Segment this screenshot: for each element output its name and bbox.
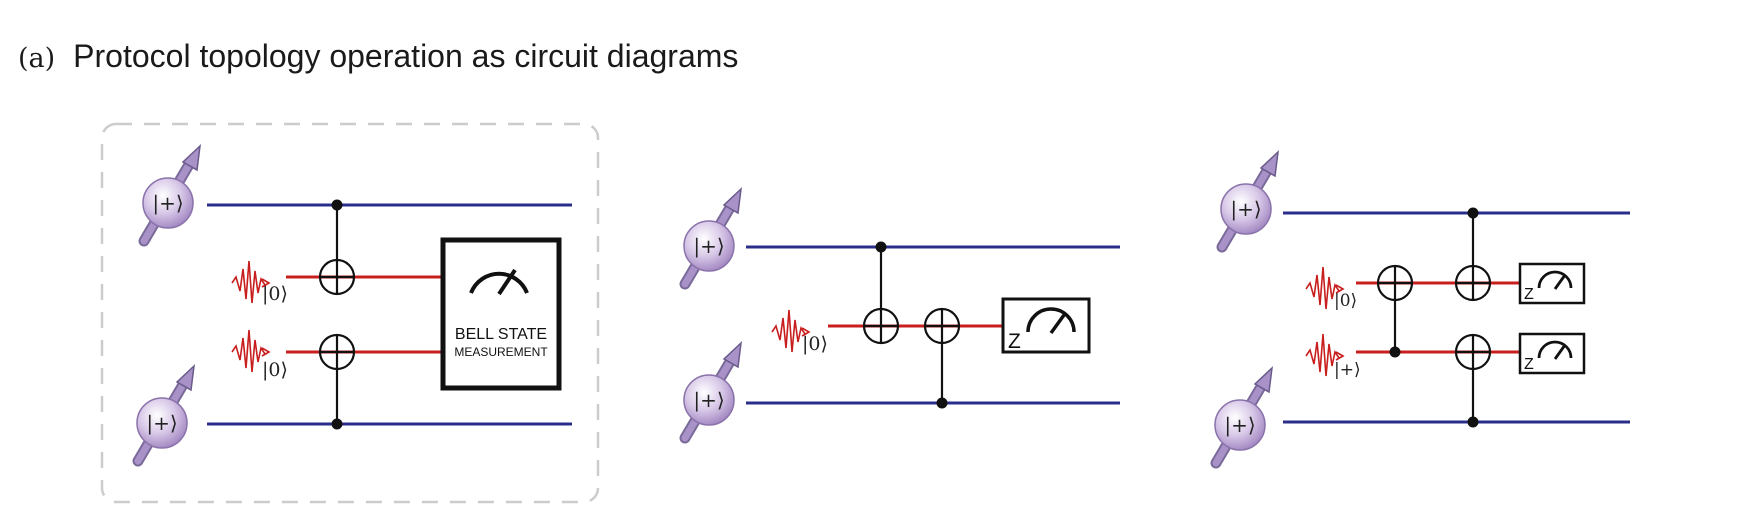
control-dot: [1389, 346, 1401, 358]
control-dot: [331, 199, 343, 211]
ancilla-state-label: |+⟩: [1334, 360, 1361, 380]
panel-title: Protocol topology operation as circuit d…: [73, 38, 739, 74]
meter-icon: [469, 271, 529, 294]
measurement-basis-label: Z: [1524, 286, 1534, 303]
cnot-target: [923, 307, 961, 345]
cnot-target: [318, 258, 356, 296]
spin-qubit-icon: |+⟩: [1216, 150, 1280, 253]
ancilla-state-label: |0⟩: [262, 359, 288, 381]
control-dot: [936, 397, 948, 409]
meter-icon: [1537, 270, 1573, 289]
spin-state-label: |+⟩: [1224, 413, 1255, 438]
spin-state-label: |+⟩: [1230, 197, 1261, 222]
meter-icon: [1537, 340, 1573, 359]
photon-wave-icon: [771, 309, 811, 353]
z-measurement-box: Z: [1518, 262, 1586, 305]
cnot-target: [318, 333, 356, 371]
measurement-basis-label: Z: [1008, 330, 1021, 353]
measurement-basis-label: Z: [1524, 356, 1534, 373]
measurement-label-line1: BELL STATE: [455, 326, 547, 343]
control-dot: [1467, 207, 1479, 219]
cnot-target: [1454, 333, 1492, 371]
cnot-target: [1454, 264, 1492, 302]
panel-label: (a): [18, 43, 56, 74]
cnot-target: [1376, 264, 1414, 302]
ancilla-state-label: |0⟩: [262, 283, 288, 305]
control-dot: [331, 418, 343, 430]
figure-header: (a) Protocol topology operation as circu…: [18, 38, 738, 75]
spin-state-label: |+⟩: [152, 191, 183, 216]
spin-state-label: |+⟩: [693, 388, 724, 413]
z-measurement-box: Z: [1001, 297, 1091, 354]
spin-qubit-icon: |+⟩: [1210, 366, 1274, 469]
control-dot: [1467, 416, 1479, 428]
diagram-bell-state-protocol: BELL STATE MEASUREMENT |0⟩ |0⟩ |+⟩ |+⟩: [100, 122, 600, 504]
dashed-protocol-boundary: [100, 122, 600, 504]
bell-state-measurement-box: BELL STATE MEASUREMENT: [440, 237, 562, 391]
measurement-label-line2: MEASUREMENT: [454, 345, 548, 359]
meter-icon: [1026, 307, 1076, 333]
spin-qubit-icon: |+⟩: [679, 341, 743, 444]
spin-qubit-icon: |+⟩: [679, 187, 743, 290]
ancilla-state-label: |0⟩: [1334, 291, 1357, 311]
spin-state-label: |+⟩: [693, 234, 724, 259]
photon-wave-icon: [1305, 266, 1345, 310]
control-dot: [875, 241, 887, 253]
spin-state-label: |+⟩: [146, 411, 177, 436]
cnot-target: [862, 307, 900, 345]
diagram-single-ancilla-protocol: Z |0⟩ |+⟩ |+⟩: [679, 187, 1120, 444]
z-measurement-box: Z: [1518, 332, 1586, 375]
ancilla-state-label: |0⟩: [802, 333, 828, 355]
photon-wave-icon: [1305, 333, 1345, 377]
spin-qubit-icon: |+⟩: [138, 144, 202, 247]
spin-qubit-icon: |+⟩: [132, 364, 196, 467]
photon-wave-icon: [231, 329, 271, 373]
diagram-two-ancilla-protocol: Z Z |0⟩ |+⟩ |+⟩ |: [1210, 150, 1630, 469]
photon-wave-icon: [231, 260, 271, 304]
